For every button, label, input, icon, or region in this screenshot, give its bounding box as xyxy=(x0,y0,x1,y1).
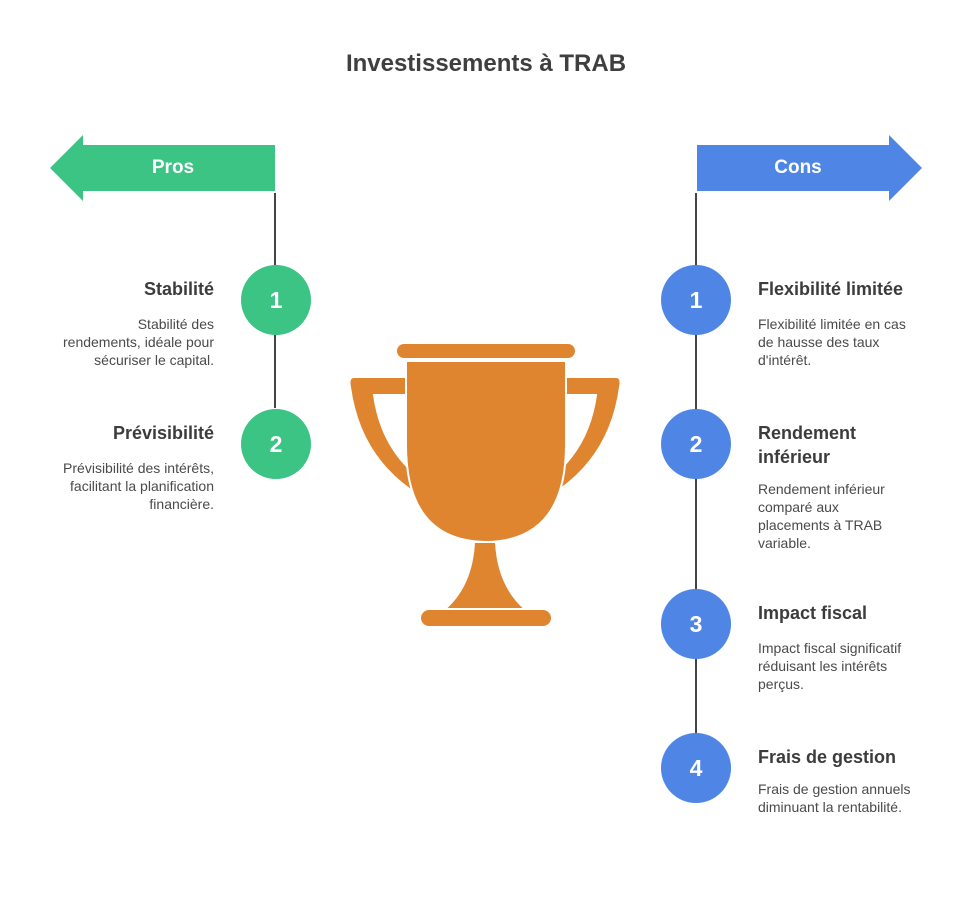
right-arrow-icon xyxy=(697,135,922,201)
pros-item-desc: Prévisibilité des intérêts, facilitant l… xyxy=(63,460,214,512)
pros-arrow: Pros xyxy=(50,135,275,201)
cons-item-title: Rendement inférieur xyxy=(758,423,857,467)
cons-number-3: 3 xyxy=(661,589,731,659)
cons-label: Cons xyxy=(774,157,822,178)
pros-item-title: Prévisibilité xyxy=(112,423,214,443)
cons-item-desc: Rendement inférieur comparé aux placemen… xyxy=(758,481,885,551)
cons-item-desc: Frais de gestion annuels diminuant la re… xyxy=(758,781,911,815)
left-arrow-icon xyxy=(50,135,275,201)
cons-arrow: Cons xyxy=(697,135,922,201)
pros-label: Pros xyxy=(151,157,195,178)
page-title: Investissements à TRAB xyxy=(345,50,627,77)
cons-item-title: Frais de gestion xyxy=(758,747,897,767)
pros-item-title: Stabilité xyxy=(143,279,214,299)
pros-item-desc: Stabilité des rendements, idéale pour sé… xyxy=(63,316,214,368)
cons-item-desc: Impact fiscal significatif réduisant les… xyxy=(758,640,902,692)
cons-item-desc: Flexibilité limitée en cas de hausse des… xyxy=(758,316,906,368)
pros-number-1: 1 xyxy=(241,265,311,335)
cons-item-title: Impact fiscal xyxy=(758,603,868,623)
cons-item-title: Flexibilité limitée xyxy=(758,279,904,299)
cons-number-1: 1 xyxy=(661,265,731,335)
trophy-icon xyxy=(340,335,630,640)
cons-number-4: 4 xyxy=(661,733,731,803)
pros-number-2: 2 xyxy=(241,409,311,479)
cons-number-2: 2 xyxy=(661,409,731,479)
